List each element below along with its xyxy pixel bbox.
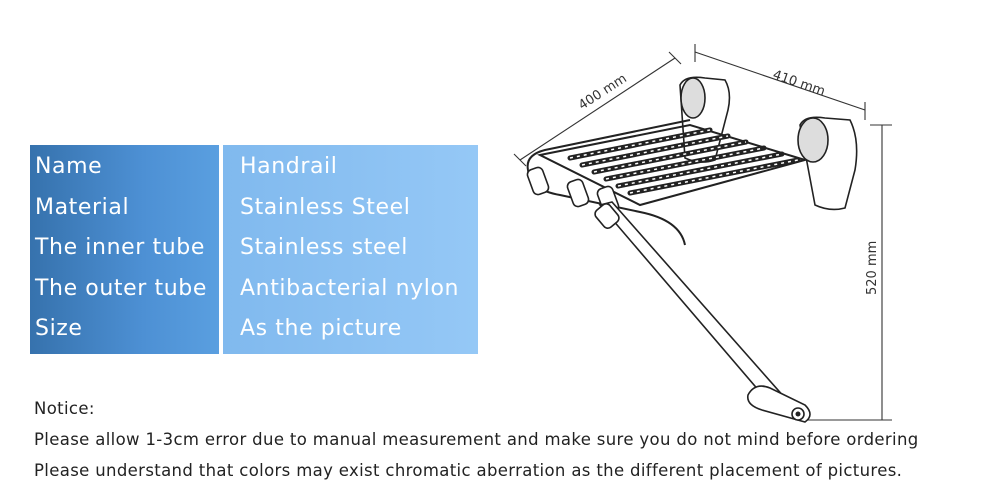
depth-dimension-line bbox=[519, 57, 676, 161]
spec-label-name: Name bbox=[35, 154, 103, 179]
spec-value-inner-tube: Stainless steel bbox=[240, 235, 408, 261]
depth-dimension-label: 400 mm bbox=[576, 71, 630, 113]
spec-value-outer-tube: Antibacterial nylon bbox=[240, 275, 460, 301]
spec-value-name: Handrail bbox=[240, 154, 338, 179]
spec-label-inner-tube: The inner tube bbox=[35, 235, 205, 261]
spec-label-material: Material bbox=[35, 194, 130, 220]
support-leg bbox=[594, 201, 811, 423]
spec-values-column: Handrail Stainless Steel Stainless steel… bbox=[223, 145, 478, 354]
spec-value-size: As the picture bbox=[240, 316, 402, 342]
spec-label-size: Size bbox=[35, 316, 83, 342]
width-dimension-line bbox=[694, 51, 866, 111]
notice-line-color: Please understand that colors may exist … bbox=[34, 461, 903, 480]
notice-block: Notice: Please allow 1-3cm error due to … bbox=[34, 393, 919, 486]
width-dimension-label: 410 mm bbox=[771, 68, 827, 100]
folding-seat-drawing: 400 mm 410 mm 520 mm bbox=[513, 44, 892, 423]
spec-labels-column: Name Material The inner tube The outer t… bbox=[30, 145, 219, 354]
notice-line-measurement: Please allow 1-3cm error due to manual m… bbox=[34, 430, 919, 449]
spec-value-material: Stainless Steel bbox=[240, 194, 411, 220]
notice-title: Notice: bbox=[34, 399, 95, 418]
spec-label-outer-tube: The outer tube bbox=[35, 275, 207, 301]
height-dimension-label: 520 mm bbox=[865, 241, 880, 295]
